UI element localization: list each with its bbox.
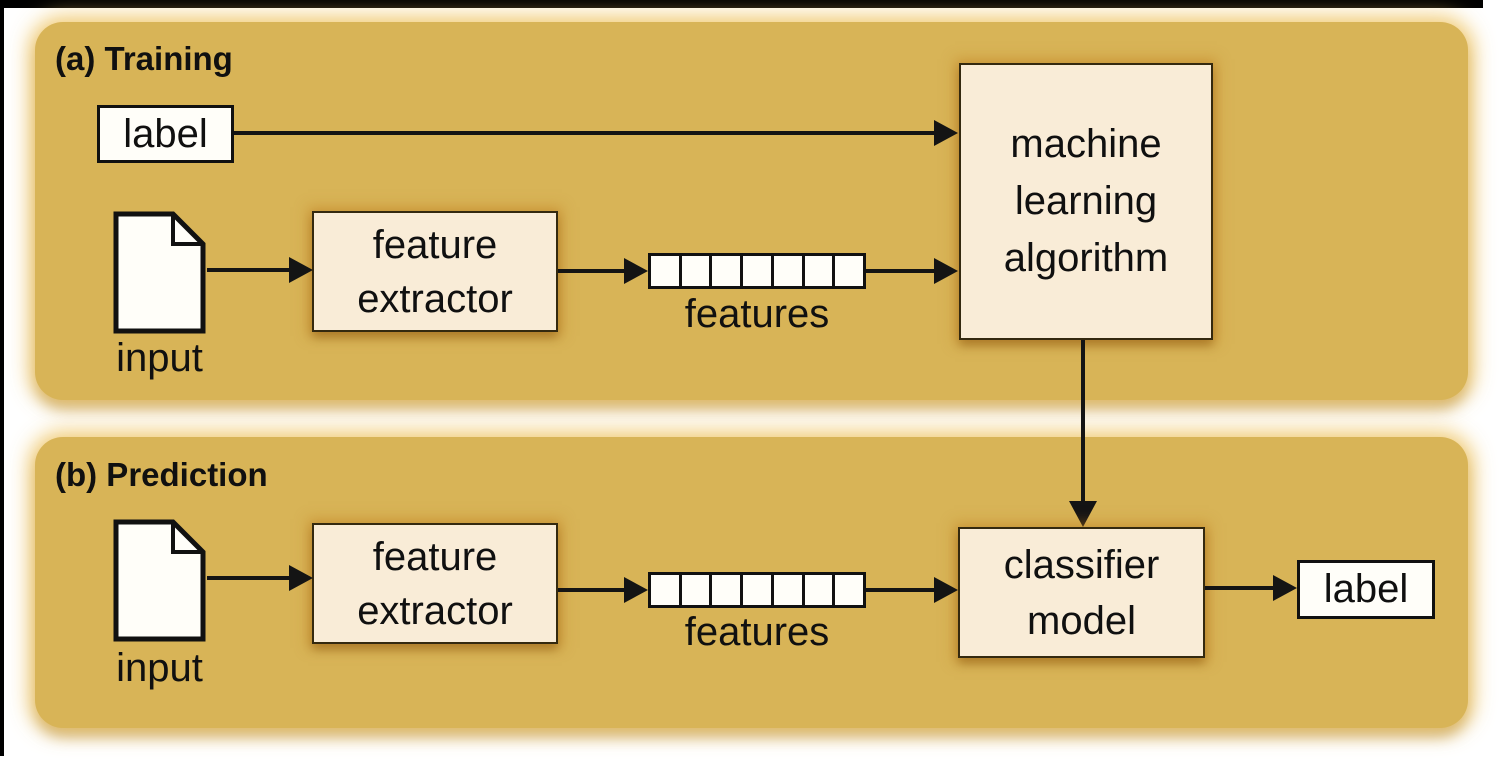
prediction-document-icon [113,519,206,642]
prediction-input-caption: input [116,646,203,690]
features-cell [773,256,805,286]
features-cell [712,575,744,605]
features-cell [681,575,713,605]
features-cell [835,575,864,605]
features-cell [651,256,682,286]
training-input-caption: input [116,336,203,380]
training-feature-extractor-box: feature extractor [312,211,558,332]
training-features-bar [648,253,866,289]
classifier-model-box: classifier model [958,527,1205,658]
features-cell [773,575,805,605]
features-cell [651,575,682,605]
prediction-label-text: label [1323,567,1409,611]
left-edge-bar [0,0,4,756]
features-cell [804,256,836,286]
classifier-model-text: classifier model [1003,542,1160,643]
training-title: (a) Training [55,40,233,77]
training-features-caption: features [684,292,830,336]
training-label-text: label [123,111,208,156]
features-cell [712,256,744,286]
features-cell [743,575,774,605]
features-cell [804,575,836,605]
prediction-features-bar [648,572,866,608]
training-document-icon [113,211,206,334]
training-feature-extractor-text: feature extractor [357,222,513,321]
panel-training [35,22,1468,400]
features-cell [743,256,774,286]
training-label-box: label [97,105,234,163]
features-cell [681,256,713,286]
machine-learning-algorithm-box: machine learning algorithm [959,63,1213,340]
prediction-title: (b) Prediction [55,456,268,493]
features-cell [835,256,864,286]
prediction-label-box: label [1297,560,1435,619]
machine-learning-algorithm-text: machine learning algorithm [1003,122,1169,280]
prediction-feature-extractor-box: feature extractor [312,523,558,644]
prediction-features-caption: features [684,610,830,654]
top-edge-bar [0,0,1483,8]
prediction-feature-extractor-text: feature extractor [357,534,513,633]
